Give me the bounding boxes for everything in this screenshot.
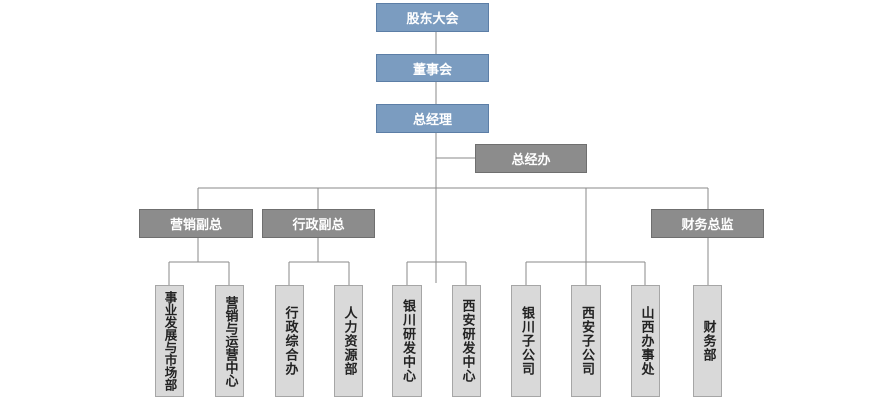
node-hr-dept: 人力资源部 — [334, 285, 363, 397]
node-admin-office: 行政综合办 — [275, 285, 304, 397]
node-rd-xian: 西安研发中心 — [452, 285, 481, 397]
node-shanxi-office: 山西办事处 — [631, 285, 660, 397]
node-finance-dept: 财务部 — [693, 285, 722, 397]
node-vp-admin: 行政副总 — [262, 209, 375, 238]
node-gm-office: 总经办 — [475, 144, 587, 173]
node-subsidiary-yinchuan: 银川子公司 — [511, 285, 541, 397]
node-cfo: 财务总监 — [651, 209, 764, 238]
node-board: 董事会 — [376, 54, 489, 82]
node-subsidiary-xian: 西安子公司 — [571, 285, 601, 397]
node-marketing-ops-center: 营销与运营中心 — [215, 285, 244, 397]
node-vp-marketing: 营销副总 — [139, 209, 253, 238]
node-rd-yinchuan: 银川研发中心 — [392, 285, 422, 397]
node-shareholders: 股东大会 — [376, 3, 489, 32]
node-business-dev-market-dept: 事业发展与市场部 — [155, 285, 184, 397]
node-general-manager: 总经理 — [376, 104, 489, 133]
